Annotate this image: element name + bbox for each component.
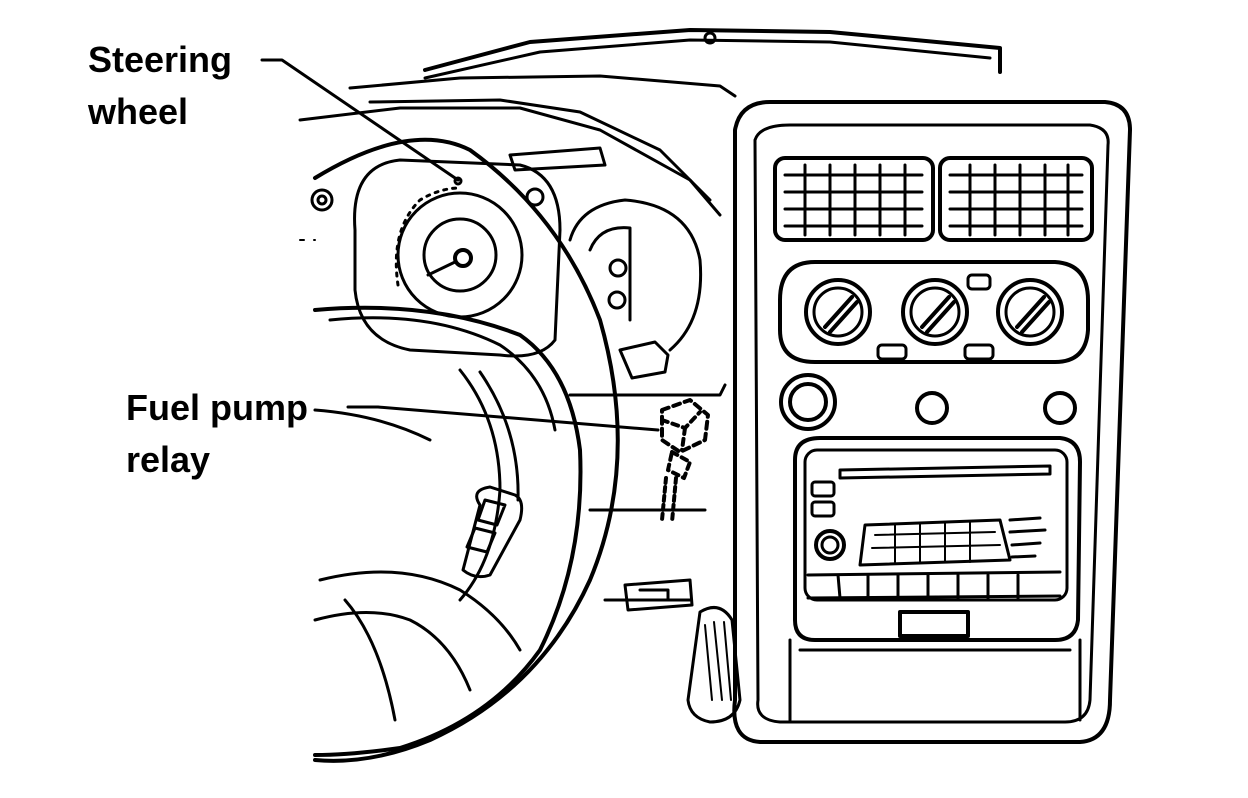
fan-knob [804, 278, 872, 346]
speedometer-gauge [396, 191, 524, 319]
accelerator-pedal [686, 606, 742, 724]
mode-knob [996, 278, 1064, 346]
dashboard-top [298, 74, 737, 217]
steering-wheel-label-line-2: wheel [88, 91, 189, 132]
center-console [732, 100, 1132, 744]
fuel-pump-relay-leader [346, 405, 660, 432]
tachometer-gauge [568, 198, 703, 352]
steering-wheel-leader [260, 58, 460, 182]
steering-wheel [313, 137, 620, 763]
audio-unit [793, 436, 1082, 642]
fuel-pump-relay-label-line-2: relay [126, 439, 211, 480]
console-switches [779, 373, 1077, 431]
console-tray [788, 610, 1082, 722]
steering-wheel-label-line-1: Steering [88, 39, 233, 80]
instrument-cluster [299, 158, 703, 380]
climate-control-panel [778, 260, 1090, 364]
right-air-vent [938, 156, 1094, 242]
volume-knob [814, 529, 846, 561]
lower-dash [568, 383, 727, 612]
temperature-knob [901, 278, 969, 346]
steering-wheel-label: Steering wheel [88, 34, 232, 138]
fuel-pump-relay [660, 398, 710, 524]
leader-lines [260, 58, 660, 432]
fuel-pump-relay-label: Fuel pump relay [126, 382, 308, 486]
fuel-pump-relay-label-line-1: Fuel pump [126, 387, 308, 428]
windshield-wiper [423, 28, 1002, 80]
left-air-vent [773, 156, 935, 242]
